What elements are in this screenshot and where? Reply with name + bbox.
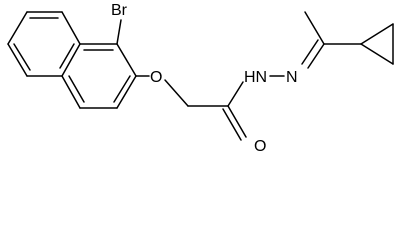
bond — [360, 43, 394, 65]
bond — [7, 11, 28, 45]
bond-co-nh — [227, 81, 244, 107]
imine-double-bond — [301, 39, 319, 65]
bond — [7, 43, 28, 77]
bond-c-methyl — [304, 11, 325, 45]
bond — [61, 75, 81, 109]
carbonyl-double-bond — [227, 105, 247, 138]
atom-label-ether-oxygen: O — [150, 69, 162, 86]
atom-label-hydrazide-nitrogen: HN — [244, 69, 267, 86]
bond-o-ch2 — [164, 79, 189, 107]
atom-label-bromine: Br — [111, 2, 128, 19]
bond-c-br — [116, 19, 122, 45]
naphthalene-ring-system — [7, 11, 137, 109]
bond — [116, 43, 137, 77]
atom-label-imine-nitrogen: N — [286, 69, 298, 86]
aromatic-double-bond — [59, 43, 75, 69]
molecule-structure: Br O O HN N — [7, 2, 394, 155]
aromatic-double-bond — [113, 75, 131, 103]
carbonyl-double-bond — [222, 108, 242, 141]
cyclopropane-ring — [360, 23, 394, 65]
imine-double-bond — [307, 43, 325, 69]
bond — [116, 75, 137, 109]
bond — [360, 23, 394, 45]
bond — [61, 43, 81, 77]
aromatic-double-bond — [68, 75, 85, 103]
bond — [61, 11, 81, 45]
aromatic-double-bond — [13, 43, 31, 71]
atom-label-carbonyl-oxygen: O — [254, 138, 266, 155]
